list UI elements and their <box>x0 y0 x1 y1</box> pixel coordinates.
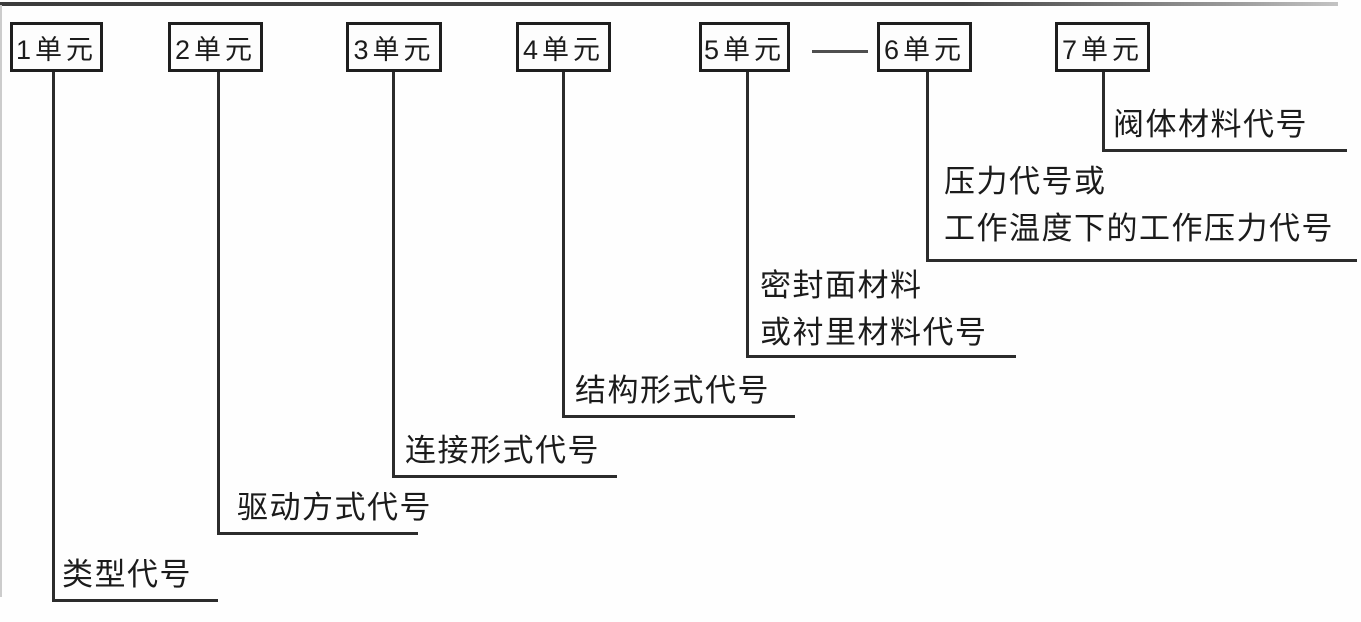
unit-5-label-line-2: 或衬里材料代号 <box>760 315 988 350</box>
unit-2-box: 2单元 <box>168 22 263 72</box>
unit-4-label: 结构形式代号 <box>575 367 770 414</box>
unit-3-label-line: 连接形式代号 <box>405 433 600 468</box>
unit-4-box: 4单元 <box>516 22 611 72</box>
unit-4-stem <box>562 72 565 418</box>
unit-1-box: 1单元 <box>10 22 103 72</box>
unit-4-label-line: 结构形式代号 <box>575 373 770 408</box>
unit-6-label: 压力代号或 工作温度下的工作压力代号 <box>944 158 1334 252</box>
unit-7-box: 7单元 <box>1055 22 1150 72</box>
unit-3-box: 3单元 <box>346 22 442 72</box>
unit-6-box: 6单元 <box>877 22 972 72</box>
scan-border-top <box>0 2 1338 6</box>
unit-1-stem <box>52 72 55 602</box>
unit-2-label-line: 驱动方式代号 <box>237 490 432 525</box>
unit-5-stem <box>746 72 749 358</box>
unit-1-underline <box>52 599 218 602</box>
unit-6-stem <box>926 72 929 262</box>
unit-7-label-line: 阀体材料代号 <box>1113 107 1308 142</box>
unit-5-box: 5单元 <box>699 22 790 72</box>
unit-2-underline <box>217 532 418 535</box>
unit-5-label-line-1: 密封面材料 <box>760 268 923 303</box>
unit-2-label: 驱动方式代号 <box>237 484 432 531</box>
unit-3-stem <box>392 72 395 478</box>
unit-4-underline <box>562 415 795 418</box>
unit-5-label: 密封面材料 或衬里材料代号 <box>760 262 988 356</box>
unit-3-underline <box>392 475 617 478</box>
unit-6-label-line-1: 压力代号或 <box>944 164 1107 199</box>
unit-6-underline <box>926 259 1357 262</box>
dash-connector <box>812 50 868 53</box>
scan-border-left <box>0 5 2 597</box>
unit-5-underline <box>746 355 1016 358</box>
unit-2-stem <box>217 72 220 535</box>
unit-3-label: 连接形式代号 <box>405 427 600 474</box>
unit-1-label: 类型代号 <box>62 551 192 598</box>
unit-1-label-line: 类型代号 <box>62 557 192 592</box>
unit-7-underline <box>1102 149 1347 152</box>
unit-6-label-line-2: 工作温度下的工作压力代号 <box>944 211 1334 246</box>
unit-7-stem <box>1102 72 1105 152</box>
unit-7-label: 阀体材料代号 <box>1113 101 1308 148</box>
